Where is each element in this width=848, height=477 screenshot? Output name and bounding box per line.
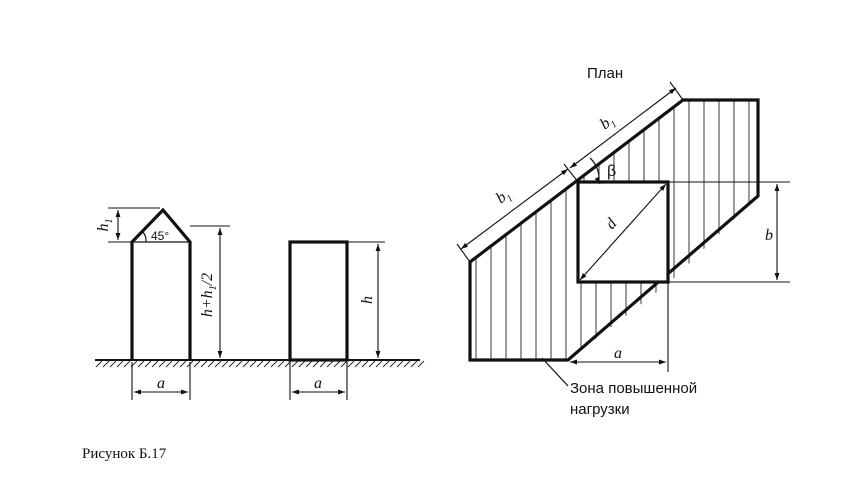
- ground-hatch-line: [305, 360, 313, 368]
- ground-hatch-line: [333, 360, 341, 368]
- zone-label-line2: нагрузки: [570, 401, 630, 418]
- ground-hatch-line: [102, 360, 110, 368]
- ground-hatch-line: [221, 360, 229, 368]
- building-flat-outline: [288, 240, 349, 362]
- a2-label: a: [314, 375, 322, 392]
- ground-hatch-line: [137, 360, 145, 368]
- b-label: b: [765, 227, 773, 244]
- ground-hatch-line: [158, 360, 166, 368]
- h-label: h: [359, 296, 376, 304]
- ground-hatch-line: [263, 360, 271, 368]
- ground-hatch-line: [291, 360, 299, 368]
- ground-hatch-line: [312, 360, 320, 368]
- ground-hatch-line: [361, 360, 369, 368]
- ground-hatch-line: [179, 360, 187, 368]
- beta-label: β: [607, 163, 616, 180]
- svg-text:b1: b1: [493, 186, 515, 210]
- ground-hatch-line: [109, 360, 117, 368]
- ground-hatch-line: [368, 360, 376, 368]
- ground-hatch-line: [144, 360, 152, 368]
- zone-label-line1: Зона повышенной: [570, 380, 697, 397]
- ground-hatch-line: [375, 360, 383, 368]
- ground-hatch-line: [347, 360, 355, 368]
- ground-hatch-line: [396, 360, 404, 368]
- diagonal-d: [579, 183, 667, 281]
- ground-hatch-line: [200, 360, 208, 368]
- side-views: 45° h1 h+h1/2 a h a: [95, 207, 425, 400]
- svg-text:h+h1/2: h+h1/2: [199, 273, 219, 317]
- ground-hatch-line: [116, 360, 124, 368]
- ground-hatch-line: [382, 360, 390, 368]
- ground-hatch-line: [123, 360, 131, 368]
- b1-label-lower: b1: [493, 186, 515, 210]
- ground-hatch-line: [298, 360, 306, 368]
- ground-hatch-line: [277, 360, 285, 368]
- a1-label: a: [157, 375, 165, 392]
- ground-hatch-line: [410, 360, 418, 368]
- b1-ext-a: [456, 243, 471, 263]
- plan-view: План d b a b1 b1 β: [456, 65, 790, 418]
- ground-hatch-line: [235, 360, 243, 368]
- svg-text:h1: h1: [95, 219, 115, 232]
- ground-hatch-line: [417, 360, 425, 368]
- b1-ext-b: [563, 163, 579, 183]
- ground-hatch-line: [165, 360, 173, 368]
- ground-hatch-line: [249, 360, 257, 368]
- ground-hatch-line: [207, 360, 215, 368]
- h1-label: h1: [95, 219, 115, 232]
- ground-hatch-line: [326, 360, 334, 368]
- ground-hatch-line: [151, 360, 159, 368]
- ground-hatch-line: [270, 360, 278, 368]
- svg-text:h: h: [359, 296, 376, 304]
- ground-hatch-line: [242, 360, 250, 368]
- ground-hatch-line: [214, 360, 222, 368]
- ground-hatch-line: [389, 360, 397, 368]
- svg-text:b1: b1: [597, 112, 619, 136]
- figure-caption: Рисунок Б.17: [82, 446, 167, 462]
- ground-hatching: [95, 360, 425, 368]
- angle-arc: [142, 231, 147, 243]
- b1-ext-c: [669, 81, 684, 101]
- b1-dimension-upper: [569, 87, 677, 169]
- ground-hatch-line: [319, 360, 327, 368]
- beta-arrow: [594, 176, 601, 185]
- ground-hatch-line: [403, 360, 411, 368]
- ground-hatch-line: [354, 360, 362, 368]
- zone-leader: [541, 357, 569, 387]
- plan-a-label: a: [614, 345, 622, 362]
- ground-hatch-line: [340, 360, 348, 368]
- b1-dimension-lower: [460, 168, 569, 250]
- ground-hatch-line: [95, 360, 103, 368]
- hh-label: h+h1/2: [199, 273, 219, 317]
- ground-hatch-line: [228, 360, 236, 368]
- ground-hatch-line: [172, 360, 180, 368]
- building-gable-outline: [130, 207, 192, 360]
- angle-label: 45°: [151, 229, 169, 243]
- ground-hatch-line: [193, 360, 201, 368]
- plan-title: План: [587, 65, 623, 82]
- b1-label-upper: b1: [597, 112, 619, 136]
- ground-hatch-line: [256, 360, 264, 368]
